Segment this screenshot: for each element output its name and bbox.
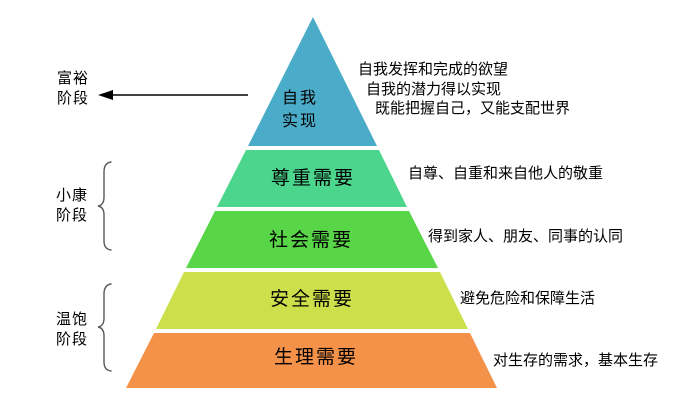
annotation-physiological: 对生存的需求，基本生存 (493, 351, 659, 369)
level-label-physiological: 生理需要 (273, 346, 358, 368)
pyramid-level-self-actualization-shape (248, 17, 377, 146)
annotation-line: 自我发挥和完成的欲望 (358, 60, 509, 78)
level-label-esteem: 尊重需要 (270, 167, 355, 189)
stage-label-subsistence: 温饱 阶段 (56, 310, 89, 348)
level-label-self-actualization: 自我 实现 (281, 88, 318, 130)
stage-label-well-off: 小康 阶段 (56, 186, 89, 224)
brace-subsistence-stage (97, 283, 112, 372)
arrowhead-icon (98, 90, 113, 100)
annotation-line: 自我的潜力得以实现 (366, 79, 502, 98)
pyramid-level-esteem-shape (217, 150, 407, 207)
annotation-line: 既能把握自己，又能支配世界 (375, 99, 571, 117)
annotation-esteem: 自尊、自重和来自他人的敬重 (408, 164, 604, 182)
arrow-to-wealthy-stage (98, 90, 248, 100)
level-label-safety: 安全需要 (269, 288, 354, 310)
pyramid-level-social-shape (186, 211, 438, 268)
annotation-social: 得到家人、朋友、同事的认同 (428, 227, 624, 245)
level-label-social: 社会需要 (268, 229, 353, 251)
pyramid-level-physiological-shape (126, 333, 497, 388)
stage-label-wealthy: 富裕 阶段 (57, 69, 90, 107)
annotation-self-actualization: 自我发挥和完成的欲望 自我的潜力得以实现 既能把握自己，又能支配世界 (358, 60, 570, 119)
annotation-safety: 避免危险和保障生活 (460, 289, 596, 307)
pyramid-level-safety-shape (156, 272, 468, 329)
brace-well-off-stage (97, 161, 112, 251)
